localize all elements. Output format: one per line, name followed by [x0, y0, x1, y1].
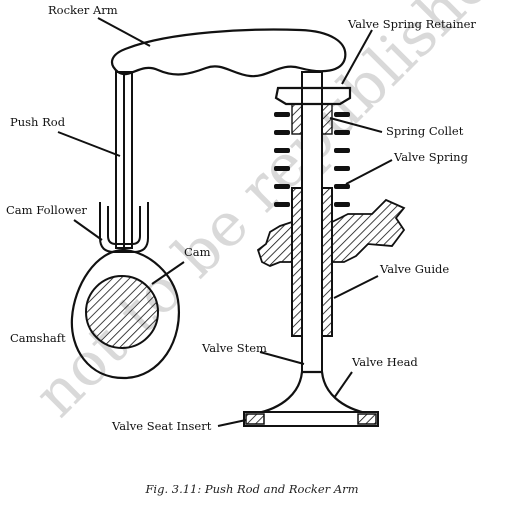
label-cam-follower: Cam Follower — [6, 203, 87, 217]
valve-seat-insert — [243, 411, 379, 427]
label-valve-seat-insert: Valve Seat Insert — [111, 419, 212, 433]
camshaft-lobe — [70, 248, 180, 380]
valve-spring — [274, 112, 350, 207]
label-valve-spring: Valve Spring — [393, 150, 469, 164]
watermark: not to be republished © NCERT — [21, 0, 505, 431]
label-cam: Cam — [184, 245, 211, 259]
guide-boss-left — [256, 220, 293, 267]
label-rocker-arm: Rocker Arm — [48, 3, 118, 17]
label-valve-head: Valve Head — [351, 355, 418, 369]
label-valve-stem: Valve Stem — [201, 341, 267, 355]
label-valve-spring-retainer: Valve Spring Retainer — [347, 17, 476, 31]
label-camshaft: Camshaft — [10, 331, 66, 345]
leader-lines — [57, 17, 393, 427]
rocker-arm — [110, 28, 347, 78]
valve-spring-retainer — [274, 86, 352, 106]
cam — [85, 275, 159, 349]
figure-caption: Fig. 3.11: Push Rod and Rocker Arm — [144, 482, 358, 496]
label-valve-guide: Valve Guide — [379, 262, 449, 276]
label-push-rod: Push Rod — [10, 115, 66, 129]
valve-stem — [301, 71, 323, 373]
cylinder-head-casting — [331, 198, 406, 263]
label-spring-collet: Spring Collet — [386, 124, 464, 138]
watermark-text: not to be republished © NCERT — [21, 0, 505, 431]
cam-follower — [99, 202, 149, 253]
push-rod — [115, 71, 133, 249]
